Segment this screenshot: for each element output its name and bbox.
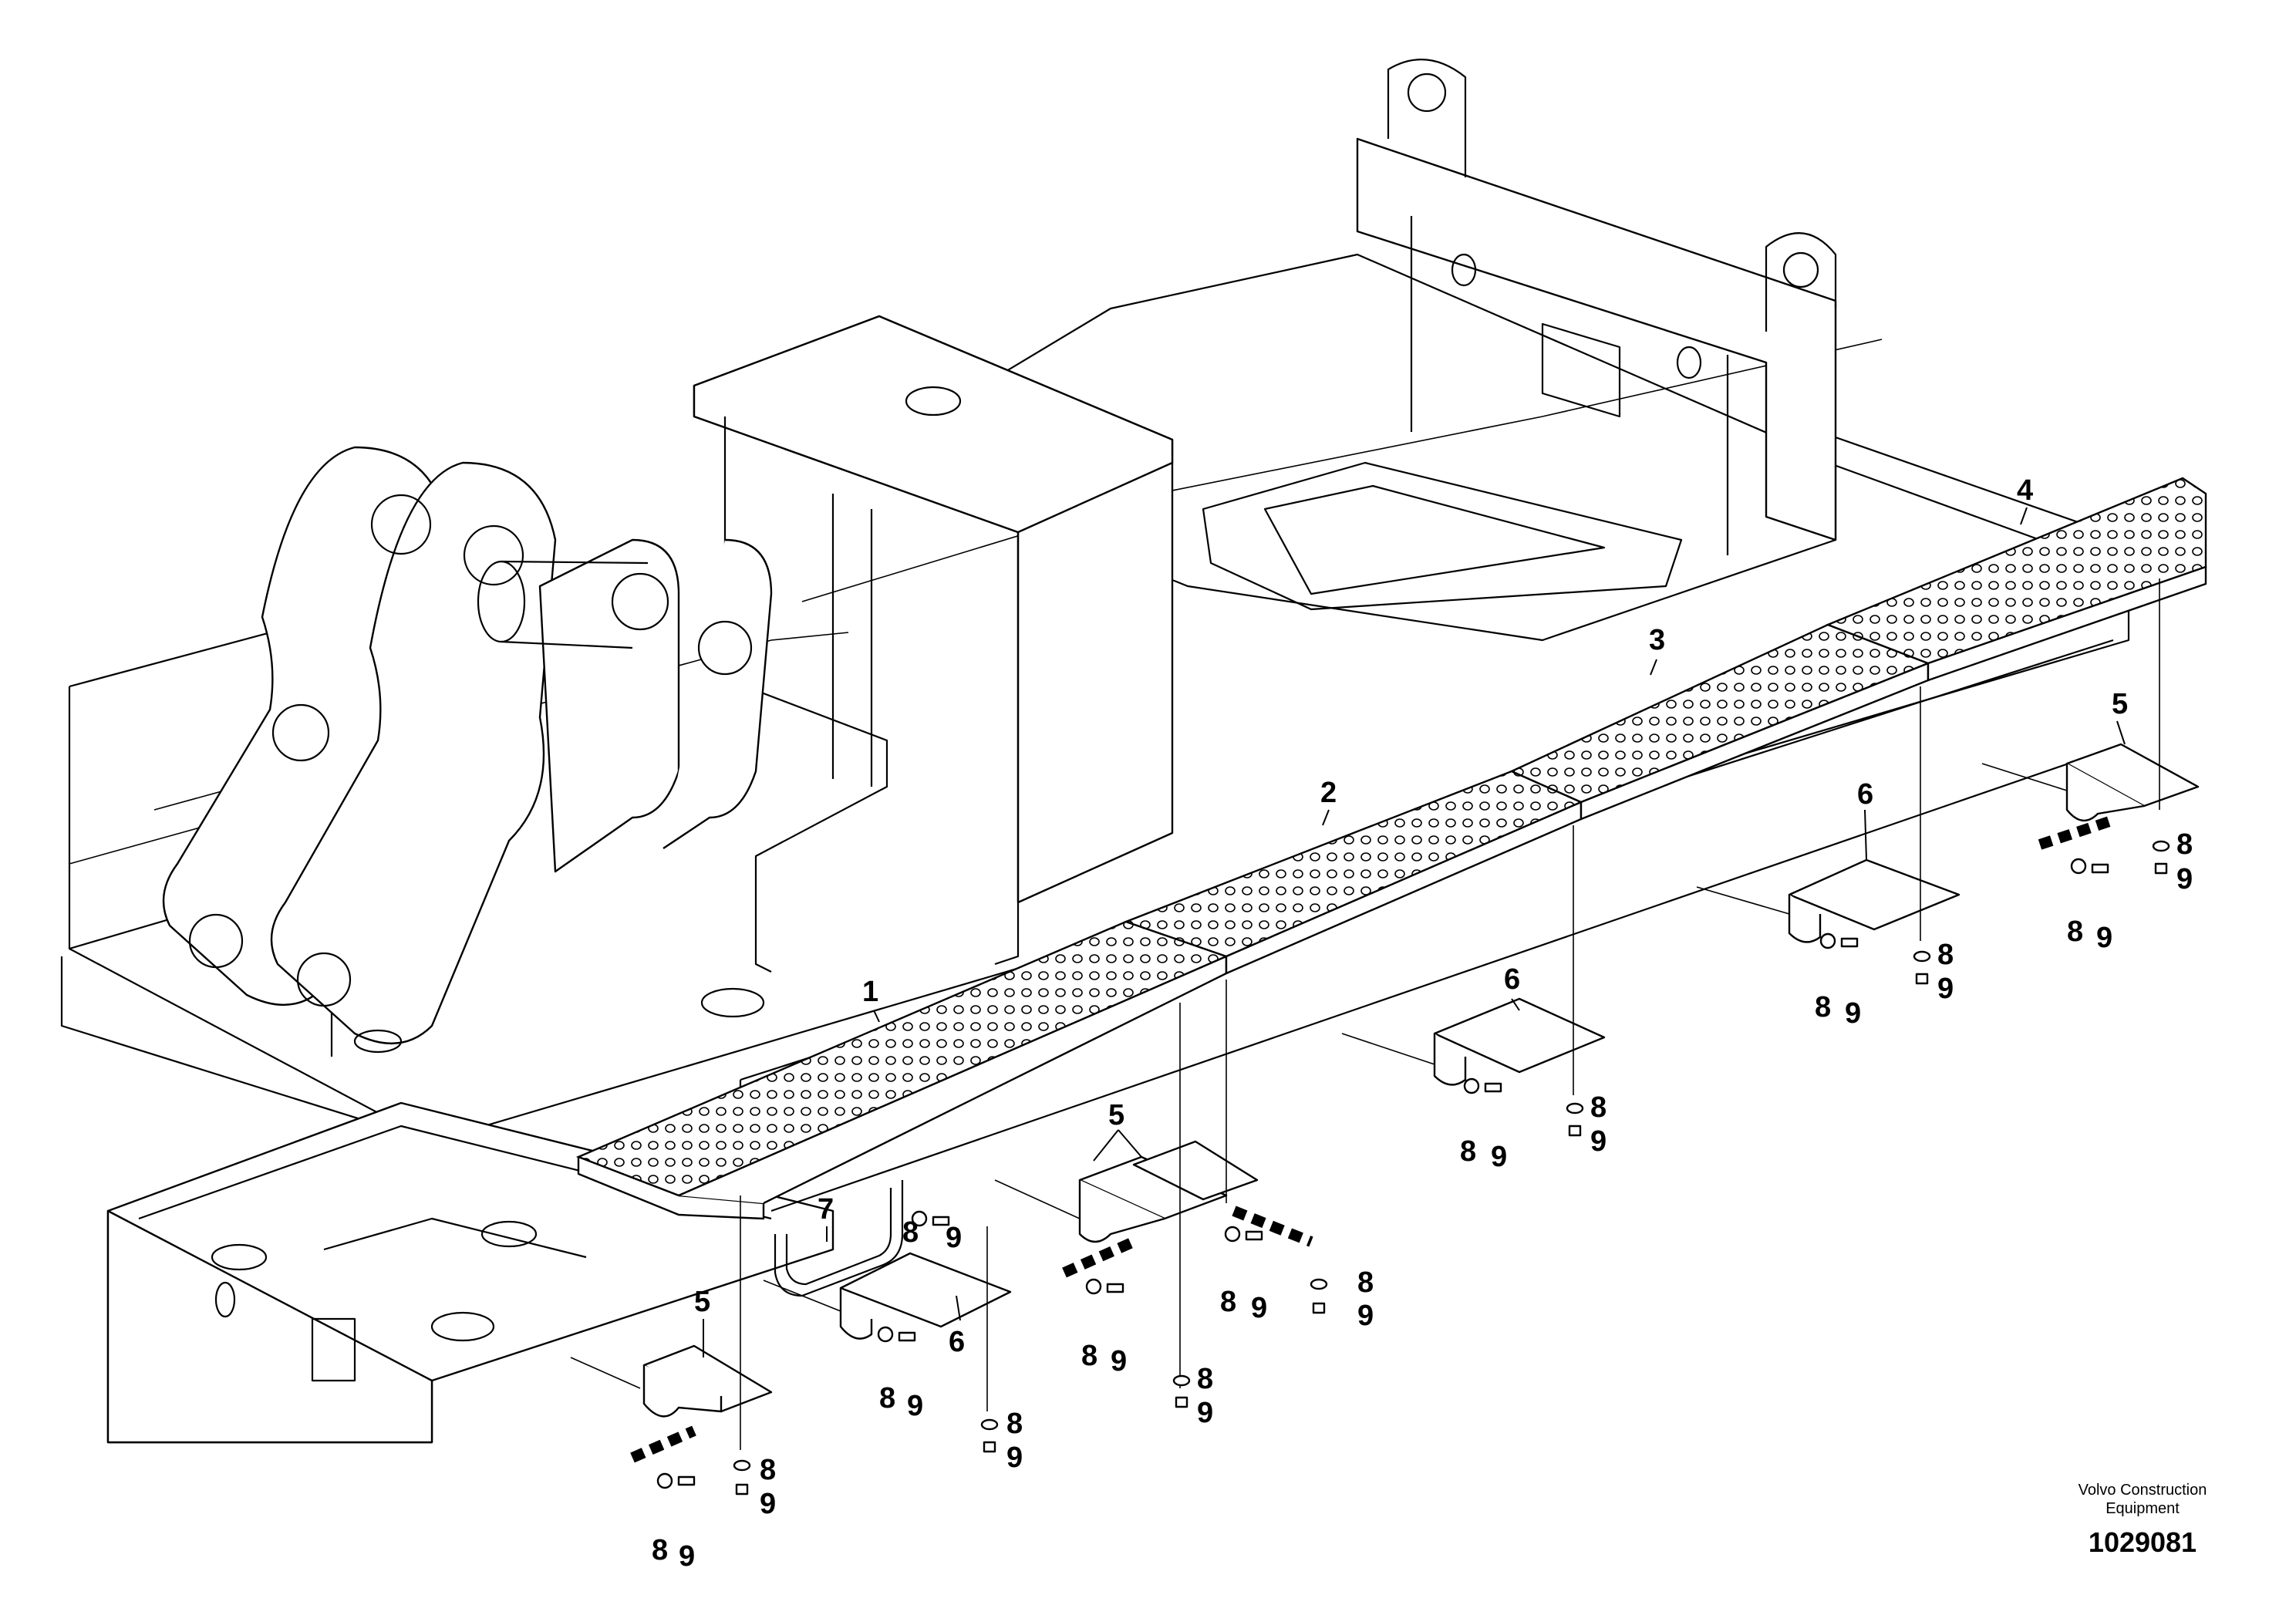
callout-9: 9 (1111, 1345, 1127, 1378)
callout-8: 8 (1460, 1135, 1476, 1168)
callout-8: 8 (760, 1454, 776, 1486)
figure-number: 1029081 (2089, 1526, 2197, 1558)
callout-8: 8 (879, 1382, 895, 1415)
callout-6-left: 6 (949, 1326, 965, 1358)
callout-1: 1 (862, 976, 878, 1008)
callout-8: 8 (1081, 1340, 1097, 1372)
callout-8: 8 (2067, 916, 2083, 948)
hidden-bolt-marks (630, 816, 2112, 1463)
callout-9: 9 (1937, 973, 1954, 1005)
callout-9: 9 (1197, 1397, 1213, 1429)
callout-8: 8 (1220, 1286, 1236, 1318)
callout-labels: 1 2 3 4 5 5 5 6 6 6 7 8 9 8 9 8 9 8 9 8 … (652, 474, 2193, 1573)
step-plate-4 (1825, 477, 2207, 682)
callout-9: 9 (1251, 1292, 1267, 1324)
callout-2: 2 (1320, 777, 1337, 809)
callout-5-mid: 5 (1108, 1099, 1124, 1131)
callout-4: 4 (2017, 474, 2033, 507)
callout-5-left: 5 (694, 1286, 710, 1318)
callout-8: 8 (1590, 1091, 1607, 1124)
bracket-6-right (1788, 858, 1961, 943)
callout-5-right: 5 (2112, 688, 2128, 720)
bracket-5-left (642, 1344, 773, 1418)
callout-9: 9 (1590, 1125, 1607, 1158)
callout-9: 9 (2096, 922, 2112, 954)
bracket-6-mid (1433, 997, 1606, 1086)
leader-lines (703, 507, 2126, 1357)
callout-9: 9 (1491, 1141, 1507, 1173)
callout-8: 8 (902, 1216, 919, 1249)
handrail-7 (774, 1180, 904, 1297)
callout-9: 9 (1357, 1300, 1374, 1332)
washers-and-bolts (656, 840, 2170, 1496)
callout-9: 9 (760, 1488, 776, 1520)
caption-company-line1: Volvo Construction (2079, 1482, 2207, 1499)
callout-8: 8 (1815, 991, 1831, 1023)
callout-8: 8 (1357, 1266, 1374, 1299)
callout-9: 9 (946, 1222, 962, 1254)
bracket-6-left (839, 1252, 1012, 1340)
callout-8: 8 (1006, 1408, 1023, 1440)
figure-caption: Volvo Construction Equipment 1029081 (2079, 1482, 2207, 1558)
bracket-5-right (2065, 743, 2200, 821)
callout-9: 9 (2176, 863, 2193, 895)
step-plate-2 (1123, 770, 1583, 975)
caption-company-line2: Equipment (2106, 1500, 2180, 1517)
callout-9: 9 (679, 1540, 695, 1573)
callout-9: 9 (907, 1390, 923, 1422)
callout-8: 8 (1197, 1363, 1213, 1395)
callout-8: 8 (1937, 939, 1954, 971)
callout-9: 9 (1006, 1442, 1023, 1474)
callout-9: 9 (1845, 997, 1861, 1030)
fastener-stems (570, 578, 2160, 1450)
callout-6-right: 6 (1857, 778, 1873, 811)
callout-3: 3 (1649, 624, 1665, 656)
callout-8: 8 (2176, 828, 2193, 861)
callout-7: 7 (818, 1193, 834, 1226)
step-plate-1 (575, 920, 1229, 1220)
callout-6-mid: 6 (1504, 963, 1520, 996)
callout-8: 8 (652, 1534, 668, 1566)
